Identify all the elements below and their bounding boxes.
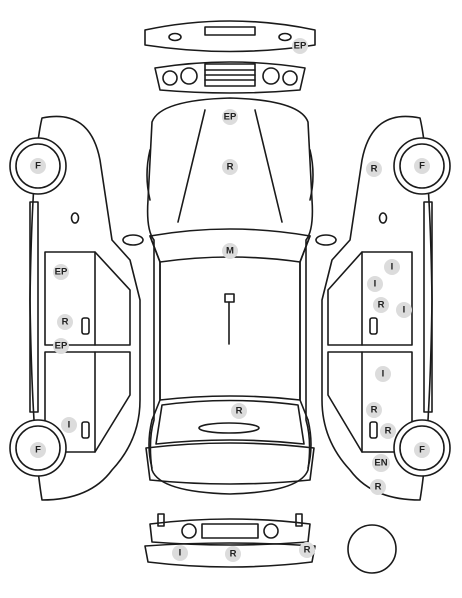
svg-text:EN: EN xyxy=(374,458,387,469)
marker-front-bumper-ep: EP xyxy=(292,38,308,54)
svg-text:F: F xyxy=(35,445,41,456)
svg-text:EP: EP xyxy=(55,267,68,278)
svg-text:R: R xyxy=(62,317,69,328)
svg-text:M: M xyxy=(226,246,234,257)
svg-text:I: I xyxy=(179,548,182,559)
svg-text:I: I xyxy=(391,262,394,273)
svg-text:R: R xyxy=(230,549,237,560)
marker-hood-ep: EP xyxy=(222,109,238,125)
marker-right-front-door-i-top: I xyxy=(384,259,400,275)
car-body-top-view xyxy=(122,97,337,495)
marker-right-front-door-i-right: I xyxy=(396,302,412,318)
marker-right-front-door-r: R xyxy=(373,297,389,313)
marker-right-front-door-i-mid: I xyxy=(367,276,383,292)
svg-text:I: I xyxy=(374,279,377,290)
svg-text:R: R xyxy=(236,406,243,417)
marker-rear-bumper-r-center: R xyxy=(225,546,241,562)
rear-fascia-view xyxy=(149,513,311,546)
svg-text:EP: EP xyxy=(294,41,307,52)
svg-text:R: R xyxy=(371,405,378,416)
marker-trunk-r: R xyxy=(231,403,247,419)
marker-right-rear-door-i: I xyxy=(375,366,391,382)
marker-rear-bumper-i: I xyxy=(172,545,188,561)
marker-right-rear-door-r: R xyxy=(366,402,382,418)
marker-left-front-wheel-f: F xyxy=(30,158,46,174)
marker-rear-bumper-r-right: R xyxy=(299,542,315,558)
marker-right-front-wheel-f: F xyxy=(414,158,430,174)
svg-text:EP: EP xyxy=(224,112,237,123)
marker-left-front-door-ep: EP xyxy=(53,264,69,280)
svg-text:F: F xyxy=(419,445,425,456)
svg-text:R: R xyxy=(385,426,392,437)
svg-text:R: R xyxy=(378,300,385,311)
marker-right-rear-bottom-r: R xyxy=(370,479,386,495)
svg-text:R: R xyxy=(227,162,234,173)
svg-text:I: I xyxy=(382,369,385,380)
svg-text:I: I xyxy=(403,305,406,316)
spare-tire-outline xyxy=(347,524,397,574)
svg-text:R: R xyxy=(371,164,378,175)
svg-text:R: R xyxy=(304,545,311,556)
marker-left-sill-ep: EP xyxy=(53,338,69,354)
svg-text:F: F xyxy=(35,161,41,172)
front-fascia-view xyxy=(154,61,306,94)
svg-text:EP: EP xyxy=(55,341,68,352)
marker-hood-r: R xyxy=(222,159,238,175)
front-bumper-view xyxy=(144,20,316,53)
svg-text:R: R xyxy=(375,482,382,493)
svg-text:F: F xyxy=(419,161,425,172)
marker-left-front-door-r: R xyxy=(57,314,73,330)
marker-right-rear-quarter-r: R xyxy=(380,423,396,439)
left-side-view xyxy=(9,115,141,501)
marker-roof-m: M xyxy=(222,243,238,259)
svg-text:I: I xyxy=(68,420,71,431)
marker-right-fender-r: R xyxy=(366,161,382,177)
marker-left-rear-door-i: I xyxy=(61,417,77,433)
marker-right-rear-wheel-f: F xyxy=(414,442,430,458)
marker-right-rear-en: EN xyxy=(372,454,390,472)
marker-left-rear-wheel-f: F xyxy=(30,442,46,458)
